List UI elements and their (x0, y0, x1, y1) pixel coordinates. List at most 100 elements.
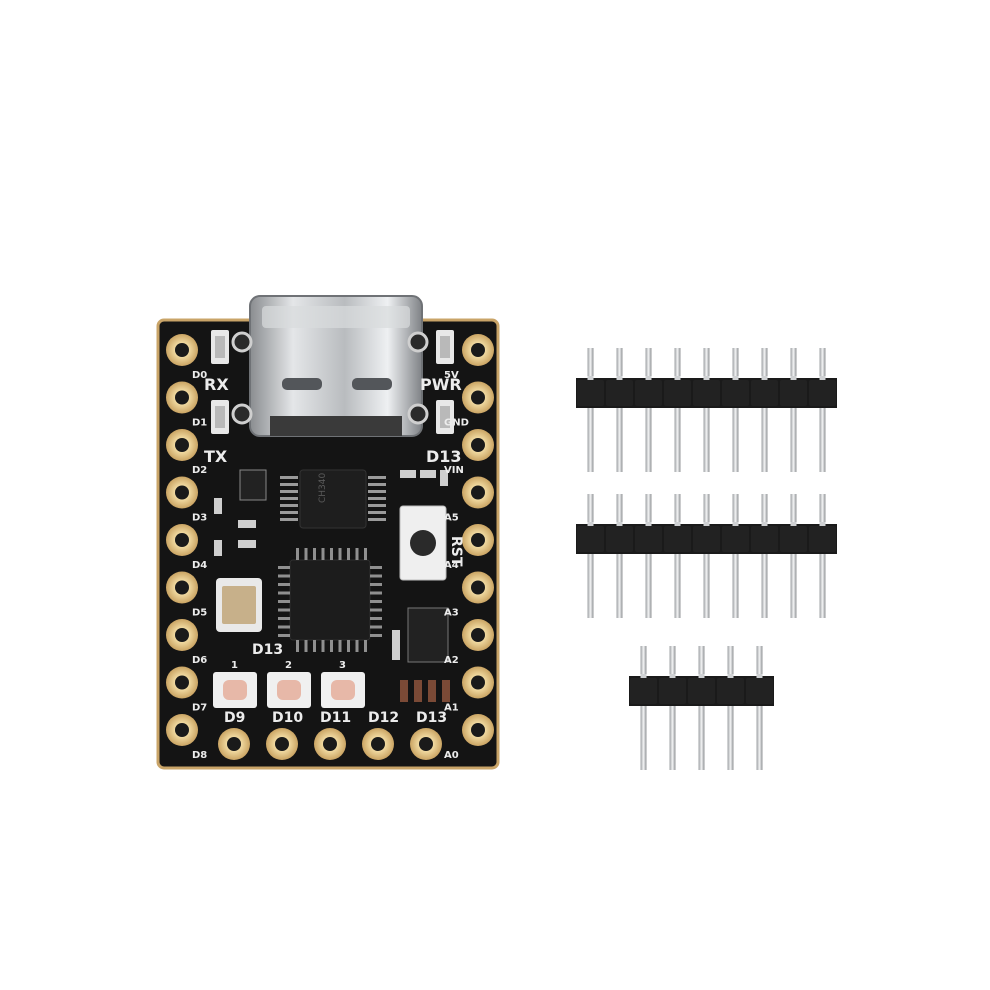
right-pad (462, 429, 494, 461)
right-pad (462, 524, 494, 556)
rgb-led-index: 1 (231, 660, 238, 671)
left-pin-label: D7 (192, 703, 207, 714)
left-pad (166, 571, 198, 604)
header-segment (809, 526, 836, 552)
bottom-pad (266, 728, 298, 760)
rx-label: RX (204, 375, 229, 394)
header-segment (693, 526, 720, 552)
header-pin (761, 348, 768, 472)
right-pin-label: A0 (444, 750, 459, 761)
right-pad (462, 666, 494, 699)
right-pad-column (462, 334, 494, 746)
usb-serial-chip: CH340 (280, 469, 386, 529)
header-pin-stub (587, 376, 594, 380)
header-pin-stub (703, 376, 710, 380)
header-pin-stub (587, 522, 594, 526)
header-pin (790, 494, 797, 618)
bottom-pin-labels: D9 D10 D11 D12 D13 (224, 710, 447, 726)
header-pin (761, 494, 768, 618)
left-pad (166, 334, 198, 366)
left-pad (166, 666, 198, 699)
rgb-led-index: 2 (285, 660, 292, 671)
reset-button[interactable] (399, 505, 447, 581)
mcu-pins (278, 548, 382, 652)
header-pin (819, 494, 826, 618)
rgb-d13-label: D13 (252, 642, 283, 658)
left-pad-column (166, 334, 198, 746)
header-segment (635, 526, 662, 552)
header-pin (727, 646, 734, 770)
rgb-led-index: 3 (339, 660, 346, 671)
header-pin (616, 494, 623, 618)
chip-marking: CH340 (318, 472, 328, 503)
header-segment (659, 678, 686, 704)
right-pin-label: A5 (444, 513, 459, 524)
header-pin (645, 348, 652, 472)
right-pin-label: A2 (444, 655, 459, 666)
bottom-pin-label: D11 (320, 710, 351, 726)
rgb-led (267, 672, 311, 708)
bottom-pin-label: D13 (416, 710, 447, 726)
tx-label: TX (204, 447, 228, 466)
left-pad (166, 476, 198, 509)
left-pin-label: D2 (192, 465, 207, 476)
header-pin-stub (616, 376, 623, 380)
header-segment (630, 678, 657, 704)
left-pin-label: D4 (192, 560, 207, 571)
pwr-label: PWR (420, 375, 462, 394)
bottom-pad (410, 728, 442, 760)
pin-header-row-3 (629, 646, 774, 770)
header-pin (703, 494, 710, 618)
right-pad (462, 571, 494, 604)
right-pin-label: A3 (444, 608, 459, 619)
header-pin-stub (790, 522, 797, 526)
right-pad (462, 334, 494, 366)
left-pad (166, 381, 198, 414)
header-pin (703, 348, 710, 472)
right-pin-label: GND (444, 418, 469, 429)
header-pin-stub (732, 376, 739, 380)
header-pin (732, 348, 739, 472)
crystal-oscillator (216, 578, 262, 632)
header-pin (616, 348, 623, 472)
header-segment (746, 678, 773, 704)
header-segment (693, 380, 720, 406)
header-segment (606, 526, 633, 552)
right-pad (462, 619, 494, 651)
bottom-pad (218, 728, 250, 760)
header-pin-stub (819, 376, 826, 380)
header-pin-stub (819, 522, 826, 526)
left-pin-label: D0 (192, 370, 207, 381)
header-pin-stub (645, 522, 652, 526)
pin-header-row-1 (576, 348, 837, 472)
header-pin-stub (790, 376, 797, 380)
header-pin-stub (669, 674, 676, 678)
header-segment (664, 380, 691, 406)
header-pin-stub (674, 522, 681, 526)
right-pin-label: A4 (444, 560, 459, 571)
bottom-pin-label: D10 (272, 710, 303, 726)
smd-components (214, 469, 450, 702)
header-pin (698, 646, 705, 770)
left-pin-label: D1 (192, 418, 207, 429)
rgb-led (213, 672, 257, 708)
header-segment (577, 380, 604, 406)
header-pin-stub (761, 522, 768, 526)
header-pin (819, 348, 826, 472)
header-segment (688, 678, 715, 704)
header-pin (756, 646, 763, 770)
bottom-pin-label: D9 (224, 710, 245, 726)
right-pin-label: VIN (444, 465, 464, 476)
left-pad (166, 524, 198, 556)
header-pin-stub (640, 674, 647, 678)
d13-led-label: D13 (426, 447, 462, 466)
header-pin-stub (645, 376, 652, 380)
header-segment (664, 526, 691, 552)
header-segment (577, 526, 604, 552)
left-pin-label: D5 (192, 608, 207, 619)
bottom-pin-label: D12 (368, 710, 399, 726)
right-pin-label: 5V (444, 370, 459, 381)
